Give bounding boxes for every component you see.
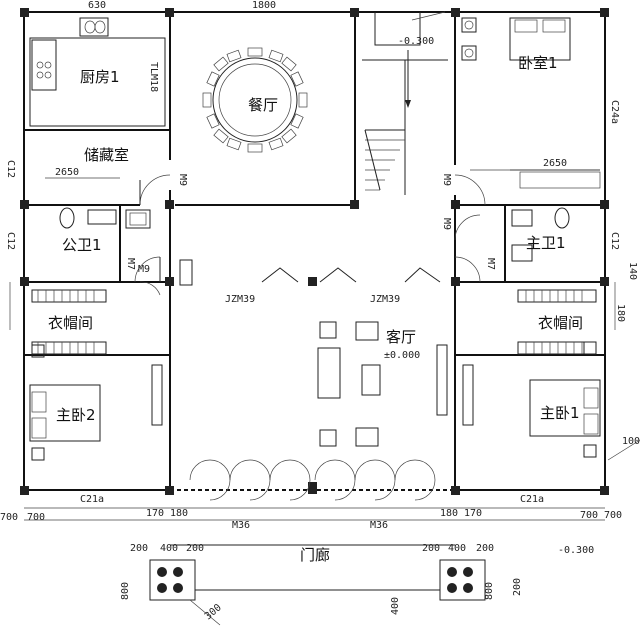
- room-labels: 厨房1 餐厅 储藏室 卧室1 公卫1 主卫1 衣帽间 衣帽间 客厅 主卧2 主卧…: [48, 54, 583, 564]
- closet-racks: [31, 289, 597, 355]
- stairs: [362, 11, 448, 195]
- dim-140: 140: [627, 262, 638, 280]
- code-m9-storage: M9: [177, 174, 188, 186]
- code-c12-left-b: C12: [5, 232, 16, 250]
- code-jzm39-left: JZM39: [225, 294, 255, 305]
- dim-100: 100: [622, 436, 640, 447]
- room-dining: 餐厅: [248, 96, 278, 114]
- code-m36-right: M36: [370, 520, 388, 531]
- code-tlm18: TLM18: [148, 62, 159, 92]
- dim-400-a: 400: [160, 543, 178, 554]
- elev-stair: -0.300: [398, 36, 434, 47]
- code-m9-right: M9: [441, 218, 452, 230]
- bath-fixtures: [59, 207, 570, 262]
- dim-400-c: 400: [390, 597, 401, 615]
- room-master2: 主卧2: [56, 406, 96, 424]
- code-m9-bed: M9: [441, 174, 452, 186]
- columns: [20, 8, 609, 495]
- dim-700-c: 700: [580, 510, 598, 521]
- code-m36-left: M36: [232, 520, 250, 531]
- code-c12-left-a: C12: [5, 160, 16, 178]
- dim-200-e: 200: [512, 578, 523, 596]
- code-c24a: C24a: [609, 100, 620, 124]
- dim-170-b: 170: [464, 508, 482, 519]
- dim-170-a: 170: [146, 508, 164, 519]
- opening-codes: TLM18 M9 M9 M9 M9 M7 M7 JZM39 JZM39 M36 …: [5, 62, 620, 531]
- dim-700-a: 700: [0, 512, 18, 523]
- room-porch: 门廊: [300, 546, 330, 564]
- dim-2650-right: 2650: [543, 158, 567, 169]
- elev-porch: -0.300: [558, 545, 594, 556]
- dim-630: 630: [88, 0, 106, 11]
- room-kitchen: 厨房1: [80, 68, 120, 86]
- dim-700-d: 700: [604, 510, 622, 521]
- code-c21a-left: C21a: [80, 494, 104, 505]
- dim-180-b: 180: [440, 508, 458, 519]
- room-closet-left: 衣帽间: [48, 314, 93, 332]
- living-furniture: [179, 259, 448, 447]
- dim-180-a: 180: [170, 508, 188, 519]
- dim-200-b: 200: [186, 543, 204, 554]
- room-living: 客厅: [386, 328, 416, 346]
- code-m9-wc: M9: [138, 264, 150, 275]
- dim-1800: 1800: [252, 0, 276, 11]
- bedroom1-bed: [461, 17, 601, 189]
- dim-180-side: 180: [615, 304, 626, 322]
- dim-800-b: 800: [484, 582, 495, 600]
- dim-400-b: 400: [448, 543, 466, 554]
- code-m7-right: M7: [485, 258, 496, 270]
- dim-700-b: 700: [27, 512, 45, 523]
- master-beds: [29, 341, 601, 461]
- room-closet-right: 衣帽间: [538, 314, 583, 332]
- dim-300: 300: [203, 602, 224, 622]
- code-jzm39-right: JZM39: [370, 294, 400, 305]
- dim-200-a: 200: [130, 543, 148, 554]
- dining-table: [202, 47, 308, 153]
- room-master-wc: 主卫1: [526, 234, 566, 252]
- door-swings: [134, 174, 486, 501]
- room-master1: 主卧1: [540, 404, 580, 422]
- dim-800-a: 800: [120, 582, 131, 600]
- code-m7-left: M7: [125, 258, 136, 270]
- dim-2650-left: 2650: [55, 167, 79, 178]
- room-storage: 储藏室: [84, 146, 129, 164]
- porch: [149, 544, 486, 626]
- room-public-wc: 公卫1: [62, 236, 102, 254]
- elev-living: ±0.000: [384, 350, 420, 361]
- dim-200-d: 200: [476, 543, 494, 554]
- dim-200-c: 200: [422, 543, 440, 554]
- room-bedroom1: 卧室1: [518, 54, 558, 72]
- kitchen-fixtures: [29, 17, 166, 127]
- code-c21a-right: C21a: [520, 494, 544, 505]
- code-c12-right: C12: [609, 232, 620, 250]
- dimension-lines: [9, 169, 640, 521]
